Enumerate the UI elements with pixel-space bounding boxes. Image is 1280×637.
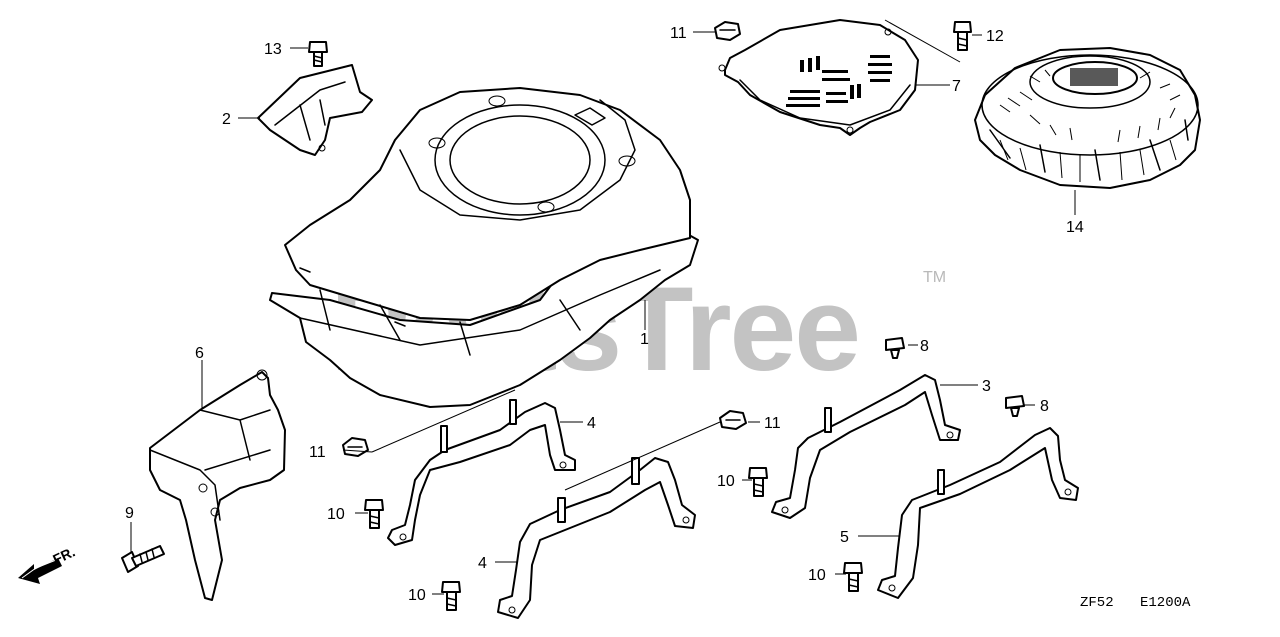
front-direction-label: FR. (50, 543, 77, 567)
callout-7: 7 (952, 78, 961, 95)
callout-8: 8 (920, 338, 929, 355)
callout-14: 14 (1066, 219, 1084, 236)
callout-11: 11 (670, 25, 687, 42)
callout-4: 4 (587, 415, 596, 432)
callout-10: 10 (327, 506, 345, 523)
part-6-deflector (149, 369, 286, 601)
callout-2: 2 (222, 111, 231, 128)
watermark-trademark: TM (923, 269, 946, 286)
part-3-stay (771, 374, 961, 519)
part-4-stay-lower (497, 457, 696, 619)
fastener-10-bolt-a (364, 499, 384, 529)
fastener-11-nut-left (342, 437, 369, 457)
callout-8: 8 (1040, 398, 1049, 415)
callout-12: 12 (986, 28, 1004, 45)
part-4-stay-upper (387, 399, 576, 546)
fastener-10-bolt-d (843, 562, 863, 592)
front-direction-arrow (18, 558, 62, 584)
callout-11: 11 (764, 415, 781, 432)
callout-9: 9 (125, 505, 134, 522)
diagram-code-left: ZF52 (1080, 595, 1114, 611)
part-7-plate (718, 19, 919, 136)
fastener-11-nut-center (719, 410, 747, 430)
fastener-10-bolt-c (441, 581, 461, 611)
leader-lines (130, 19, 1076, 595)
callout-4: 4 (478, 555, 487, 572)
callout-10: 10 (408, 587, 426, 604)
part-5-stay (877, 427, 1079, 599)
callout-5: 5 (840, 529, 849, 546)
callout-3: 3 (982, 378, 991, 395)
part-2-bracket (257, 64, 373, 156)
part-9-bolt (121, 545, 165, 573)
diagram-code-right: E1200A (1140, 595, 1191, 611)
callout-10: 10 (717, 473, 735, 490)
fastener-12-bolt (953, 21, 972, 51)
fastener-11-nut-top (714, 21, 741, 41)
callout-1: 1 (640, 331, 649, 348)
callout-11: 11 (309, 444, 326, 461)
part-14-recoil-starter (974, 47, 1201, 189)
callout-10: 10 (808, 567, 826, 584)
callout-6: 6 (195, 345, 204, 362)
fastener-8-clip-a (885, 337, 905, 359)
part-13-bolt (308, 41, 328, 67)
callout-13: 13 (264, 41, 282, 58)
fastener-8-clip-b (1005, 395, 1025, 417)
part-fan-cover (269, 87, 699, 408)
fastener-10-bolt-b (748, 467, 768, 497)
